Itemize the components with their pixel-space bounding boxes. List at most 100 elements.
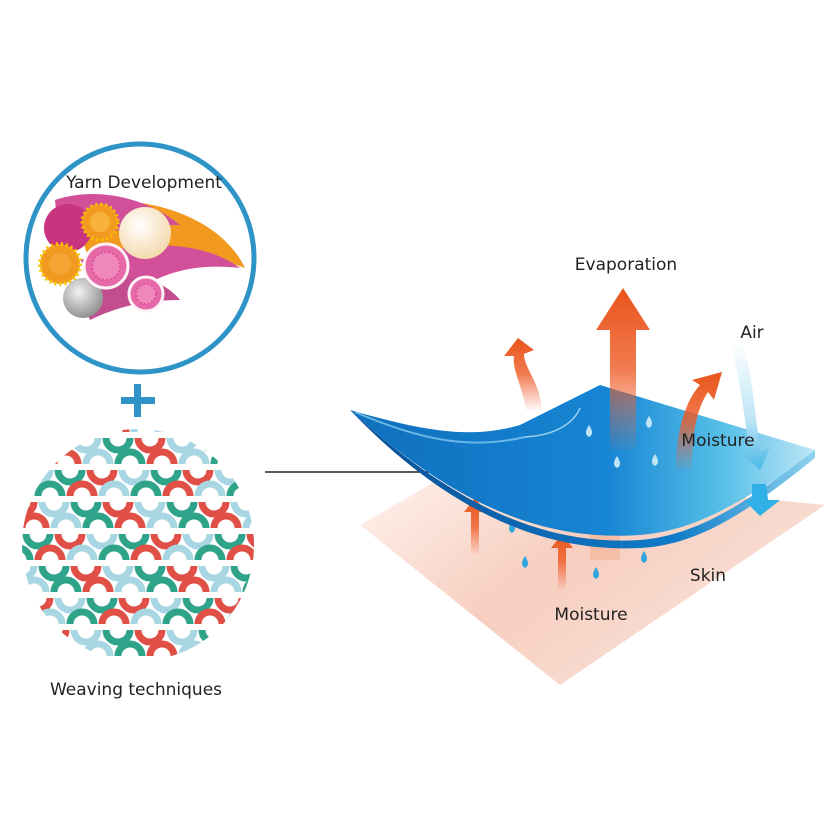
weave-loop: [54, 533, 86, 550]
moisture-bottom-label: Moisture: [554, 605, 627, 625]
weave-loop: [102, 629, 134, 646]
air-arrow-icon: [730, 342, 780, 516]
weave-loop: [66, 544, 98, 561]
weave-loop: [26, 662, 50, 674]
weave-loop: [118, 533, 150, 550]
weave-loop: [22, 544, 34, 561]
weave-loop: [210, 512, 242, 529]
weave-loop: [114, 512, 146, 529]
weave-loop: [242, 512, 254, 529]
weave-loop: [22, 640, 50, 657]
weave-loop: [178, 640, 210, 657]
weave-loop: [130, 608, 162, 625]
weave-loop: [194, 608, 226, 625]
weave-loop: [22, 469, 54, 486]
weave-loop: [210, 448, 242, 465]
weave-loop: [66, 429, 98, 433]
weave-loop: [114, 448, 146, 465]
weave-loop: [38, 501, 70, 518]
weave-loop: [98, 608, 130, 625]
weave-loop: [182, 469, 214, 486]
weave-loop: [82, 512, 114, 529]
weave-loop: [210, 576, 242, 593]
weave-loop: [98, 544, 130, 561]
weave-loop: [226, 608, 254, 625]
weave-loop: [50, 640, 82, 657]
weave-loop: [186, 662, 210, 674]
weave-loop: [154, 662, 178, 674]
weave-loop: [198, 565, 230, 582]
weave-loop: [90, 662, 114, 674]
weave-loop: [146, 448, 178, 465]
weave-loop: [242, 448, 254, 465]
weave-loop: [194, 480, 226, 497]
weaving-pattern-illustration: [22, 429, 254, 674]
weave-loop: [150, 597, 182, 614]
weave-loop: [22, 501, 38, 518]
weave-loop: [182, 533, 214, 550]
weave-loop: [210, 640, 242, 657]
moisture-drops-top: [586, 416, 658, 468]
weave-loop: [50, 576, 82, 593]
weave-loop: [230, 501, 254, 518]
weave-loop: [246, 533, 254, 550]
weave-loop: [22, 533, 54, 550]
weave-loop: [134, 629, 166, 646]
weave-loop: [162, 480, 194, 497]
weave-loop: [178, 448, 210, 465]
weave-loop: [150, 533, 182, 550]
weave-loop: [198, 501, 230, 518]
weave-loop: [226, 544, 254, 561]
weave-loop: [242, 640, 254, 657]
weave-loop: [82, 448, 114, 465]
evaporation-arrows: [504, 288, 722, 470]
plus-icon: [121, 384, 155, 417]
weave-loop: [134, 437, 166, 454]
weave-loop: [214, 533, 246, 550]
weave-loop: [98, 480, 130, 497]
weave-loop: [50, 512, 82, 529]
weave-loop: [34, 429, 66, 433]
weave-loop: [162, 429, 194, 433]
weave-loop: [86, 597, 118, 614]
weave-loop: [118, 597, 150, 614]
weave-loop: [38, 629, 70, 646]
weave-loop: [34, 544, 66, 561]
weave-loop: [98, 429, 130, 433]
weave-loop: [22, 629, 38, 646]
weave-loop: [150, 469, 182, 486]
weave-loop: [182, 597, 214, 614]
weave-loop: [70, 629, 102, 646]
weave-loop: [66, 608, 98, 625]
weave-loop: [34, 480, 66, 497]
weave-loop: [194, 544, 226, 561]
weave-loop: [38, 565, 70, 582]
weave-loop: [166, 565, 198, 582]
skin-label: Skin: [690, 566, 726, 586]
weave-loop: [134, 565, 166, 582]
weave-loop: [178, 576, 210, 593]
weave-loop: [58, 662, 82, 674]
weave-loop: [54, 597, 86, 614]
weave-loop: [22, 429, 34, 433]
weave-loop: [134, 501, 166, 518]
fabric-layer: [350, 385, 815, 549]
weave-loop: [162, 544, 194, 561]
weave-loop: [122, 662, 146, 674]
weave-loop: [230, 565, 254, 582]
weave-loop: [162, 608, 194, 625]
weaving-techniques-label: Weaving techniques: [50, 680, 222, 700]
weave-loop: [22, 608, 34, 625]
weave-loop: [70, 565, 102, 582]
weave-loop: [70, 501, 102, 518]
weave-loop: [166, 501, 198, 518]
weave-loop: [102, 501, 134, 518]
weave-loop: [54, 469, 86, 486]
moisture-top-label: Moisture: [681, 431, 754, 451]
air-label: Air: [740, 323, 763, 343]
weave-loop: [86, 533, 118, 550]
weave-loop: [22, 437, 38, 454]
weave-loop: [118, 469, 150, 486]
weave-loop: [242, 576, 254, 593]
